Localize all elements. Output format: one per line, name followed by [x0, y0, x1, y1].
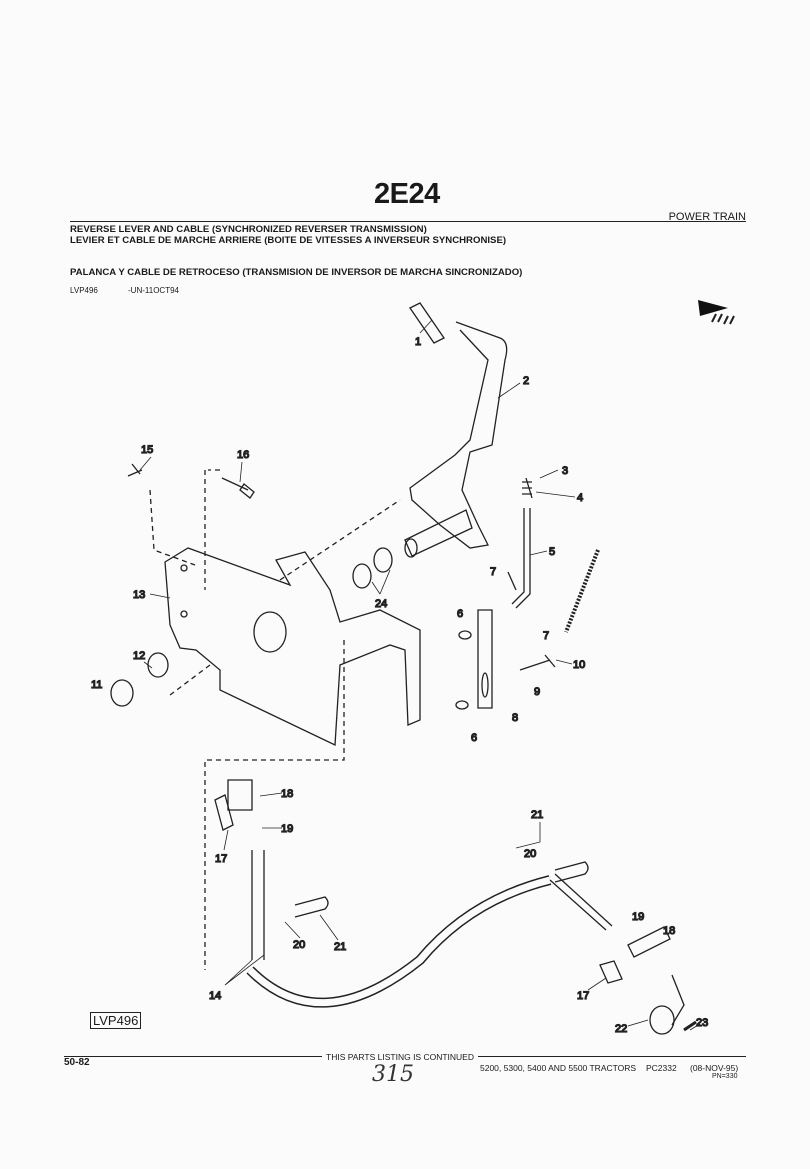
callouts: 1 2 3 4 5 7 24 15 16 13 12 11 6 7 10 9 8… — [90, 335, 709, 1035]
catalog-date: (08-NOV-95) — [690, 1063, 739, 1073]
callout: 6 — [457, 608, 463, 620]
callout: 9 — [534, 686, 540, 698]
continued-note: THIS PARTS LISTING IS CONTINUED — [326, 1052, 474, 1062]
callout: 16 — [237, 449, 249, 461]
callout: 15 — [141, 444, 153, 456]
callout: 3 — [562, 465, 568, 477]
arrow-forward-icon — [698, 300, 735, 325]
callout: 6 — [471, 732, 477, 744]
pn-number: PN=330 — [712, 1073, 738, 1080]
title-french: LEVIER ET CABLE DE MARCHE ARRIERE (BOITE… — [70, 235, 507, 246]
callout: 5 — [549, 546, 555, 558]
leader-lines — [139, 319, 701, 1031]
lever-assembly — [404, 302, 508, 558]
figure-label: LVP496 — [90, 1012, 142, 1029]
callout: 22 — [615, 1023, 627, 1035]
callout: 20 — [524, 848, 536, 860]
bracket — [110, 463, 556, 747]
callout: 21 — [531, 809, 543, 821]
header-rule — [70, 221, 746, 222]
callout: 17 — [215, 853, 227, 865]
title-spanish: PALANCA Y CABLE DE RETROCESO (TRANSMISIO… — [70, 267, 523, 278]
callout: 12 — [133, 650, 145, 662]
callout: 7 — [490, 566, 496, 578]
callout: 14 — [209, 990, 221, 1002]
title-english: REVERSE LEVER AND CABLE (SYNCHRONIZED RE… — [70, 224, 427, 235]
callout: 18 — [663, 925, 675, 937]
callout: 19 — [281, 823, 293, 835]
callout: 19 — [632, 911, 644, 923]
shift-rod — [507, 477, 600, 633]
page-code: 2E24 — [374, 178, 440, 210]
callout: 17 — [577, 990, 589, 1002]
footer-rule-right — [478, 1056, 746, 1057]
tractor-models: 5200, 5300, 5400 AND 5500 TRACTORS — [480, 1063, 637, 1073]
callout: 2 — [523, 375, 529, 387]
callout: 11 — [91, 679, 102, 691]
callout: 20 — [293, 939, 305, 951]
callout: 1 — [415, 336, 421, 348]
callout: 13 — [133, 589, 145, 601]
illustration-date: -UN-11OCT94 — [128, 286, 179, 295]
page-number: 50-82 — [64, 1057, 90, 1068]
section-name: POWER TRAIN — [668, 211, 746, 223]
callout: 24 — [375, 598, 387, 610]
footer-rule-left — [64, 1056, 322, 1057]
callout: 10 — [573, 659, 585, 671]
callout: 7 — [543, 630, 549, 642]
handwritten-number: 315 — [372, 1062, 414, 1087]
catalog-number: PC2332 — [646, 1063, 677, 1073]
cable — [214, 779, 697, 1035]
callout: 18 — [281, 788, 293, 800]
illustration-ref: LVP496 — [70, 286, 98, 295]
callout: 8 — [512, 712, 518, 724]
dashed-guides — [149, 469, 401, 970]
callout: 21 — [334, 941, 346, 953]
callout: 23 — [696, 1017, 708, 1029]
callout: 4 — [577, 492, 583, 504]
